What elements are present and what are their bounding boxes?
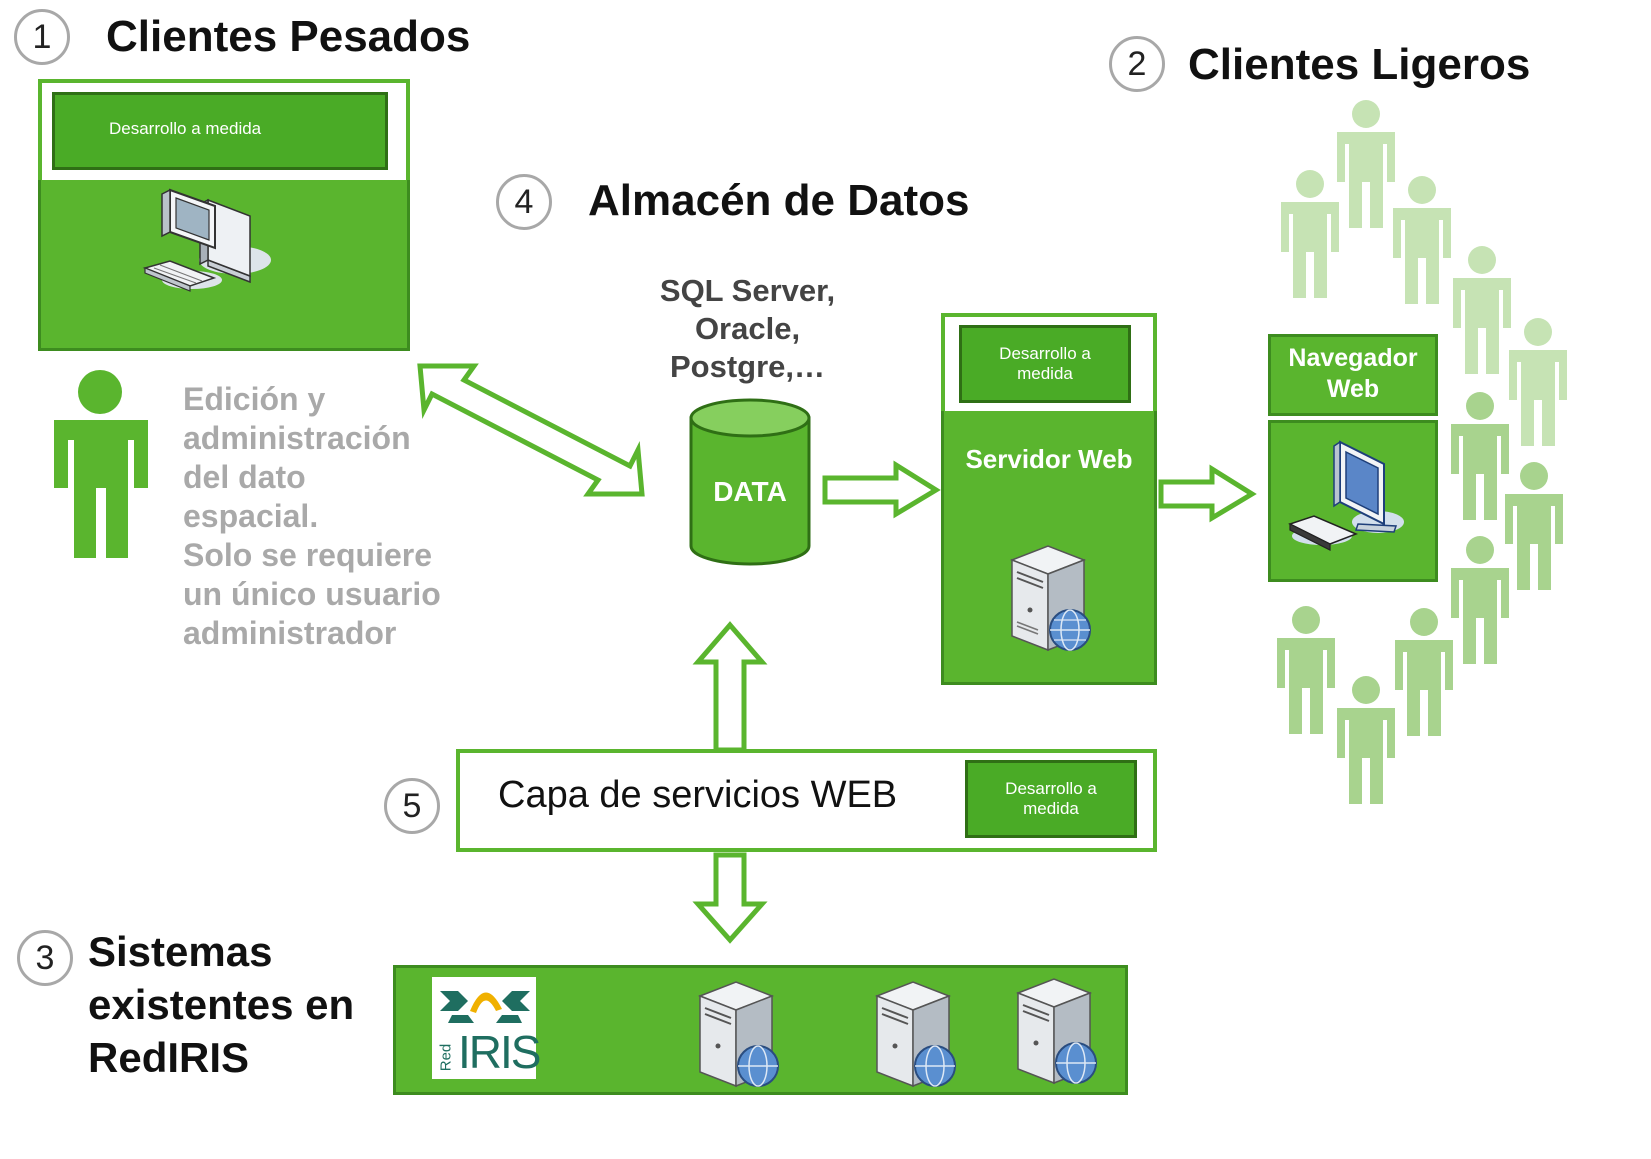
database-engine-line: SQL Server, [659,273,836,308]
database-cylinder-icon [689,398,811,566]
services-dev-line: Desarrollo a [1005,778,1097,798]
database-engine-line: Postgre,… [669,349,826,384]
web-server-dev-line: Desarrollo a [999,343,1091,363]
browser-title-box [1268,334,1438,416]
admin-description-line: un único usuario [183,576,441,612]
bidirectional-arrow-heavy-to-data [417,363,645,497]
admin-description-line: administrador [183,615,397,651]
monitor-computer-icon [1288,440,1404,551]
heading-sistemas-rediris: Sistemas existentes en RedIRIS [88,925,354,1084]
services-dev-line: medida [1023,799,1079,818]
browser-title-line: Navegador [1288,344,1418,372]
admin-description-line: del dato [183,459,306,495]
rediris-server-3-icon [1015,978,1097,1085]
web-server-icon [1009,545,1091,652]
heading-clientes-ligeros: Clientes Ligeros [1188,40,1531,89]
database-label: DATA [713,476,787,507]
step-number-1: 1 [14,9,70,65]
step-number-4: 4 [496,174,552,230]
admin-description-line: administración [183,420,411,456]
browser-title: Navegador Web [1268,343,1438,405]
arrow-data-to-services [692,621,768,753]
rediris-logo-iris: IRIS [458,1026,541,1078]
heading-clientes-pesados: Clientes Pesados [106,12,471,61]
step-number-5: 5 [384,778,440,834]
rediris-server-1-icon [697,981,779,1088]
services-layer-label: Capa de servicios WEB [498,774,898,816]
heavy-client-dev-label: Desarrollo a medida [109,119,262,138]
admin-description: Edición y administración del dato espaci… [183,380,441,653]
rediris-logo-red: Red [437,1043,455,1072]
heading-sistemas-line: existentes en [88,981,355,1028]
admin-description-line: espacial. [183,498,319,534]
services-dev-box: Desarrollo a medida [965,760,1137,838]
web-server-dev-box: Desarrollo a medida [959,325,1131,403]
step-number-2: 2 [1109,36,1165,92]
step-number-3: 3 [17,930,73,986]
arrow-services-to-rediris [692,852,768,944]
admin-description-line: Solo se requiere [183,537,432,573]
heading-sistemas-line: Sistemas [88,928,273,975]
admin-description-line: Edición y [183,381,326,417]
heading-almacen-datos: Almacén de Datos [588,176,970,225]
heading-sistemas-line: RedIRIS [88,1034,250,1081]
browser-title-line: Web [1326,375,1380,403]
rediris-server-2-icon [874,981,956,1088]
database-engine-line: Oracle, [694,311,801,346]
rediris-logo: Red IRIS [432,977,541,1079]
database-engines: SQL Server, Oracle, Postgre,… [640,272,855,386]
arrow-webserver-to-browser [1158,464,1257,523]
desktop-computer-icon [142,188,271,292]
arrow-data-to-webserver [822,460,941,519]
admin-person-icon [54,370,148,558]
web-server-title: Servidor Web [965,444,1133,474]
heavy-client-dev-box: Desarrollo a medida [52,92,388,170]
web-server-dev-line: medida [1017,364,1073,383]
rediris-logo-mark [440,991,530,1023]
